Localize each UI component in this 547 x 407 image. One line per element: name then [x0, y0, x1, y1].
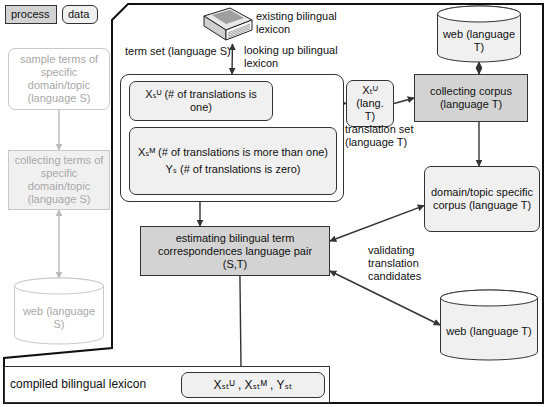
data-box: Xₛᴹ (# of translations is more than one)…	[129, 127, 337, 195]
flow-arrow	[58, 110, 59, 150]
node-text: Xₛᵁ (# of translations is one)	[135, 88, 267, 114]
node-text: web (language T)	[442, 28, 516, 54]
flow-arrow	[231, 44, 233, 74]
legend-swatch: data	[62, 5, 98, 24]
process-box: estimating bilingual term correspondence…	[140, 226, 330, 276]
node-text: sample terms of specific domain/topic (l…	[14, 53, 104, 105]
process-box: collecting terms of specific domain/topi…	[8, 150, 110, 210]
node-text: web (language T)	[446, 325, 531, 338]
edge-label: looking up bilingual lexicon	[242, 44, 346, 70]
data-box: Xₜᵁ (lang. T)translation set (language T…	[346, 80, 394, 127]
web-cylinder: web (language T)	[437, 6, 521, 62]
web-cylinder: web (language S)	[14, 278, 104, 344]
data-box: domain/topic specific corpus (language T…	[424, 166, 540, 232]
flow-arrow	[478, 122, 479, 166]
legend-swatch: process	[5, 5, 57, 24]
node-text: domain/topic specific corpus (language T…	[430, 186, 534, 212]
cylinder-top	[441, 290, 538, 306]
set-heading: term set (language S)	[125, 45, 235, 58]
node-text: Xₜᵁ (lang. T)	[352, 84, 388, 123]
data-box: Xₛᵁ (# of translations is one)	[129, 81, 273, 121]
cylinder-body	[441, 290, 538, 360]
node-text: Yₛ (# of translations is zero)	[166, 163, 301, 176]
flow-arrow	[394, 98, 414, 104]
node-text: Xₛᴹ (# of translations is more than one)	[138, 146, 328, 159]
flow-arrow	[330, 206, 424, 241]
book-icon	[204, 8, 252, 40]
process-box: collecting corpus (language T)	[414, 74, 528, 122]
scope-outline	[4, 4, 543, 403]
flow-arrow	[240, 276, 241, 372]
node-text: web (language S)	[19, 305, 99, 331]
node-text: collecting corpus (language T)	[420, 85, 522, 111]
cylinder-top	[438, 6, 521, 22]
cylinder-body	[15, 278, 104, 344]
flow-arrow	[199, 202, 200, 226]
edge-label: validating translation candidates	[366, 244, 442, 283]
web-cylinder: web (language T)	[440, 290, 538, 360]
legend-text: data	[68, 8, 89, 20]
flow-arrow	[478, 62, 479, 74]
set-heading: translation set (language T)	[345, 123, 441, 149]
data-box: Xₛₜᵁ , Xₛₜᴹ , Yₛₜ	[181, 372, 325, 398]
output-box: compiled bilingual lexicon Xₛₜᵁ , Xₛₜᴹ , …	[4, 366, 330, 403]
node-text: Xₛₜᵁ , Xₛₜᴹ , Yₛₜ	[213, 379, 292, 392]
node-text: collecting terms of specific domain/topi…	[14, 154, 104, 206]
term-set-group: term set (language S)Xₛᵁ (# of translati…	[120, 74, 344, 202]
node-text: existing bilingual lexicon	[256, 10, 343, 36]
flow-arrow	[58, 210, 59, 278]
cylinder-top	[15, 278, 104, 294]
lexicon-book: existing bilingual lexicon	[196, 2, 348, 44]
cylinder-body	[438, 6, 521, 62]
data-box: sample terms of specific domain/topic (l…	[8, 48, 110, 110]
legend-text: process	[11, 8, 50, 20]
node-text: compiled bilingual lexicon	[10, 378, 146, 391]
node-text: estimating bilingual term correspondence…	[146, 232, 324, 271]
